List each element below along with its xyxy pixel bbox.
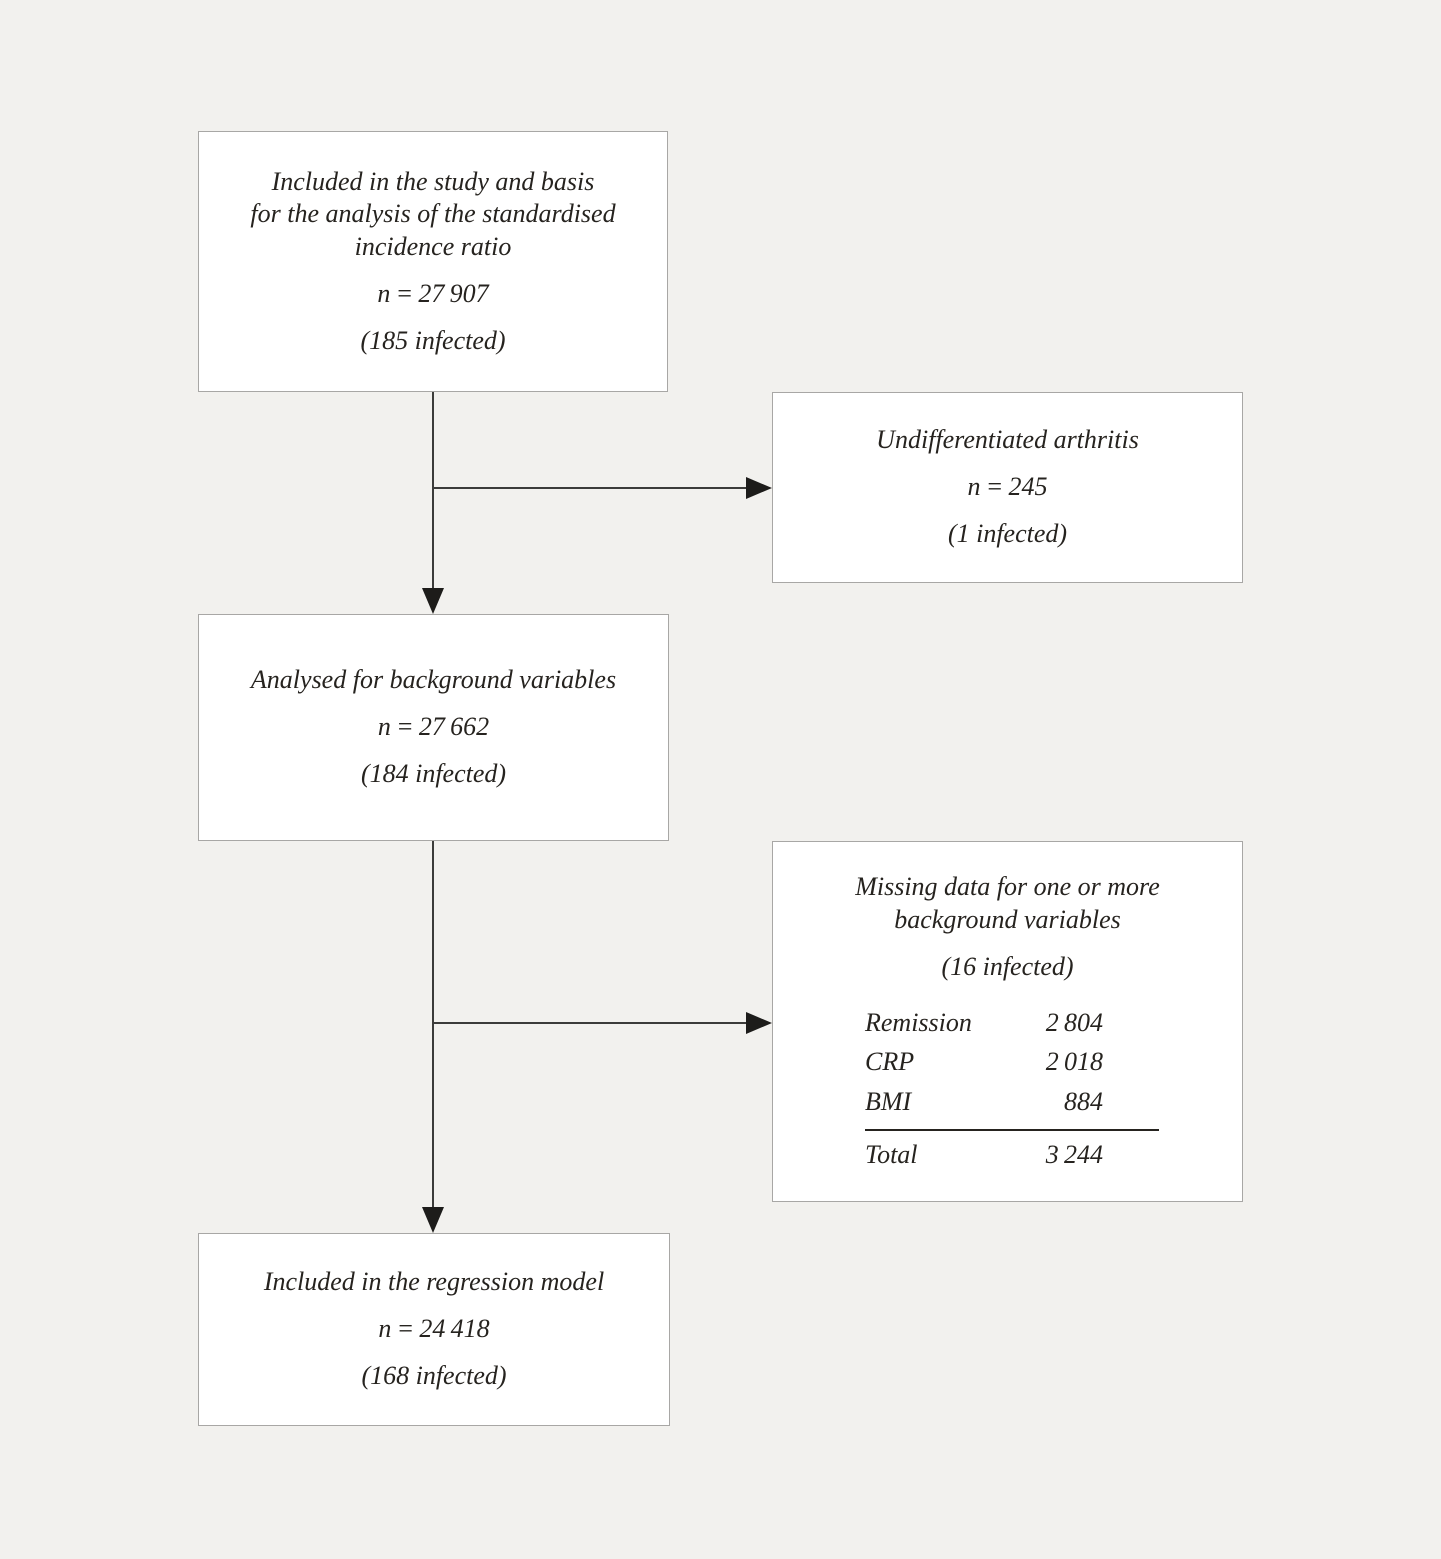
table-row: CRP 2 018: [865, 1046, 1159, 1079]
box-title-line: Included in the regression model: [263, 1267, 605, 1297]
box-title-line: Missing data for one or more: [855, 872, 1160, 902]
connector-top-to-mid: [432, 392, 434, 590]
n-value: n = 24 418: [378, 1314, 490, 1344]
n-value: n = 27 907: [377, 278, 489, 308]
infected-count: (185 infected): [360, 325, 506, 355]
box-title-line: for the analysis of the standardised: [250, 199, 616, 229]
box-title-line: incidence ratio: [354, 232, 512, 262]
arrowhead-right-icon: [746, 1012, 772, 1034]
arrowhead-right-icon: [746, 477, 772, 499]
box-background-variables: Analysed for background variables n = 27…: [198, 614, 669, 841]
n-value: n = 27 662: [377, 712, 490, 742]
missing-data-table: Remission 2 804 CRP 2 018 BMI 884 Total …: [865, 1000, 1159, 1172]
box-title-line: Undifferentiated arthritis: [876, 425, 1139, 455]
arrowhead-down-icon: [422, 588, 444, 614]
box-regression-model: Included in the regression model n = 24 …: [198, 1233, 670, 1426]
infected-count: (168 infected): [361, 1360, 507, 1390]
row-value: 2 804: [1045, 1007, 1103, 1037]
box-missing-data: Missing data for one or more background …: [772, 841, 1243, 1202]
row-value: 884: [1064, 1087, 1103, 1117]
infected-count: (16 infected): [941, 951, 1074, 981]
row-label: CRP: [865, 1047, 915, 1077]
infected-count: (1 infected): [947, 518, 1068, 548]
connector-branch-missing-data: [433, 1022, 747, 1024]
box-undifferentiated-arthritis: Undifferentiated arthritis n = 245 (1 in…: [772, 392, 1243, 583]
row-label: Remission: [865, 1007, 972, 1037]
arrowhead-down-icon: [422, 1207, 444, 1233]
box-title-line: Analysed for background variables: [250, 665, 617, 695]
total-value: 3 244: [1045, 1139, 1103, 1169]
row-label: BMI: [865, 1087, 912, 1117]
box-included-study: Included in the study and basis for the …: [198, 131, 668, 392]
box-title-line: background variables: [894, 905, 1121, 935]
box-title-line: Included in the study and basis: [271, 166, 595, 196]
table-total-row: Total 3 244: [865, 1128, 1159, 1172]
total-label: Total: [865, 1139, 918, 1169]
infected-count: (184 infected): [360, 758, 507, 788]
connector-mid-to-bottom: [432, 841, 434, 1209]
table-row: BMI 884: [865, 1086, 1159, 1119]
n-value: n = 245: [967, 472, 1048, 502]
connector-branch-undifferentiated: [433, 487, 747, 489]
row-value: 2 018: [1045, 1047, 1103, 1077]
table-row: Remission 2 804: [865, 1007, 1159, 1040]
